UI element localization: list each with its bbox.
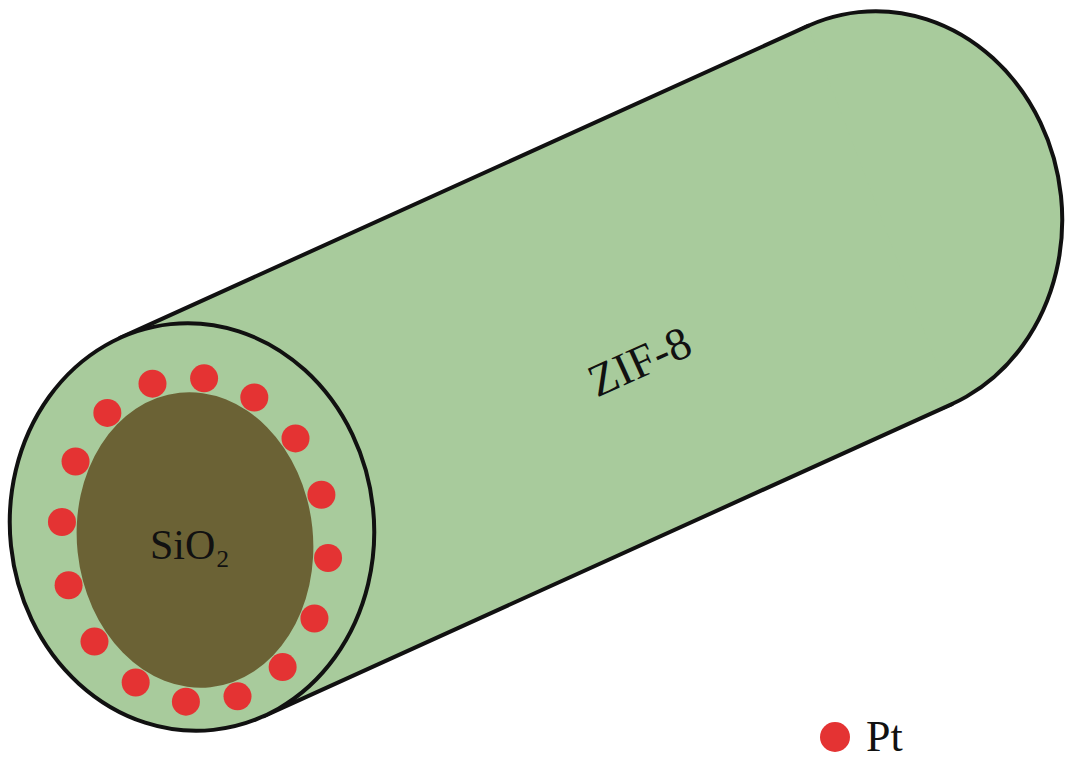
pt-particle [190, 364, 218, 392]
cylinder-side [120, 26, 808, 338]
pt-particle [80, 628, 108, 656]
material-label: SiO₂ [150, 524, 230, 566]
pt-particle [307, 481, 335, 509]
pt-particle [240, 383, 268, 411]
pt-particle [122, 669, 150, 697]
legend-swatch [820, 722, 850, 752]
cylinder-front-face [0, 305, 394, 749]
pt-particle [48, 508, 76, 536]
pt-particle [55, 571, 83, 599]
pt-particle [300, 605, 328, 633]
material-label: ZIF-8 [582, 319, 699, 405]
pt-particle [269, 653, 297, 681]
pt-particle [172, 688, 200, 716]
pt-particle [138, 370, 166, 398]
pt-particle [93, 399, 121, 427]
pt-particle [314, 544, 342, 572]
silica-core [62, 380, 328, 699]
legend-label: Pt [866, 715, 903, 759]
pt-particle [62, 447, 90, 475]
core-node: SiO₂ [90, 410, 300, 670]
pt-particle [224, 682, 252, 710]
pt-particle [282, 424, 310, 452]
